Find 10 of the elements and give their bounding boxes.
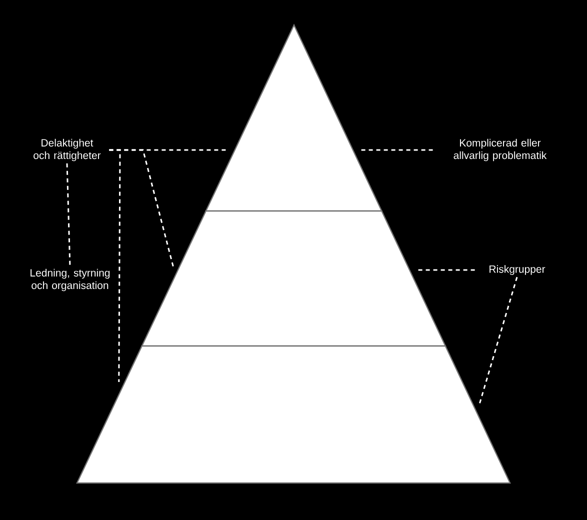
pyramid-level	[76, 345, 511, 484]
leader-line	[109, 149, 174, 268]
leader-line	[359, 149, 433, 151]
leader-label: Riskgrupper	[490, 265, 546, 275]
leader-line	[478, 276, 518, 406]
leader-label: Komplicerad eller allvarlig problematik	[454, 138, 547, 162]
leader-label: Ledning, styrning och organisation	[30, 268, 110, 292]
leader-line	[416, 269, 475, 271]
leader-label: Delaktighet och rättigheter	[34, 138, 101, 162]
leader-line	[66, 163, 71, 267]
